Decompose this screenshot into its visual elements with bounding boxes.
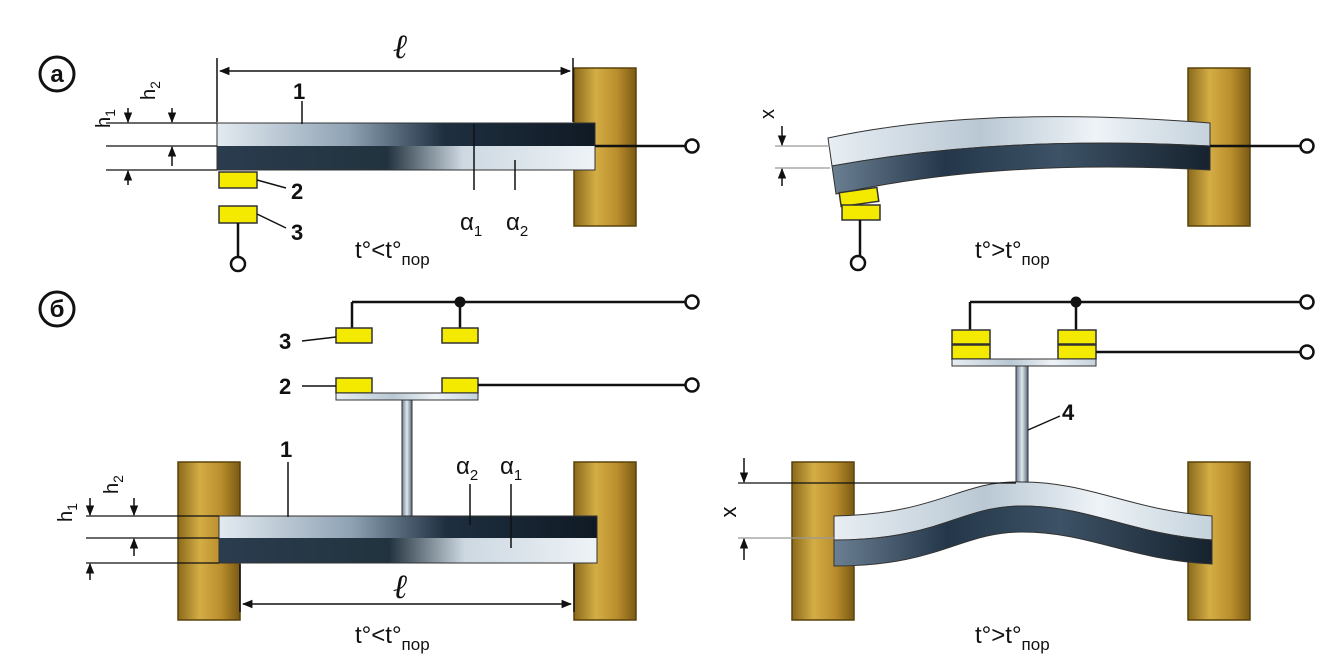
fixed-contact-left-b — [335, 327, 373, 344]
h1-label-a: h1 — [93, 109, 118, 128]
moving-contact-right-b — [441, 377, 479, 394]
moving-contact-left-b-hot — [951, 344, 991, 360]
terminal-top-b — [684, 294, 700, 310]
h1-label-b: h1 — [55, 503, 80, 522]
panel-a-marker-circle — [38, 55, 76, 93]
strip-layer-bottom-a-hot — [831, 142, 1211, 195]
moving-contact-left-b — [335, 377, 373, 394]
alpha2-label-a: α2 — [506, 209, 528, 240]
panel-b-marker-circle — [38, 290, 76, 328]
panel-a-hot: x t°>t°пор — [757, 67, 1315, 272]
panel-a-marker: а — [50, 61, 64, 88]
strip-layer-top-b-cold — [219, 516, 597, 538]
fixed-contact-right-b-hot — [1057, 329, 1097, 345]
rod-number-b: 4 — [1062, 400, 1075, 425]
fixed-contact-number-b: 3 — [279, 329, 291, 354]
fixed-contact-left-b-hot — [951, 329, 991, 345]
length-label-a: ℓ — [393, 29, 407, 66]
moving-contact-number-b: 2 — [279, 374, 291, 399]
h2-label-a: h2 — [138, 81, 163, 100]
fixed-contact-terminal-a — [229, 255, 247, 273]
condition-hot-a: t°>t°пор — [975, 237, 1050, 269]
strip-number-a: 1 — [293, 79, 305, 104]
fixed-contact-a-hot — [841, 204, 881, 221]
alpha2-label-b: α2 — [456, 453, 478, 484]
fixed-contact-number-a: 3 — [291, 220, 303, 245]
terminal-a-cold — [684, 138, 700, 154]
moving-contact-right-b-hot — [1057, 344, 1097, 360]
deflection-label-a: x — [757, 109, 779, 119]
panel-a-cold: а ℓ h1 h2 1 2 — [38, 29, 700, 273]
contact-bridge-b — [335, 392, 479, 401]
condition-hot-b: t°>t°пор — [975, 622, 1050, 654]
strip-layer-bottom-b-cold — [219, 538, 597, 563]
deflection-label-b: x — [716, 507, 741, 518]
fixed-contact-a — [218, 205, 258, 224]
panel-b-marker: б — [50, 296, 65, 323]
contact-bridge-b-hot — [951, 358, 1097, 367]
push-rod-b-hot — [1015, 365, 1029, 483]
condition-cold-a: t°<t°пор — [355, 237, 430, 269]
length-label-b: ℓ — [393, 569, 407, 606]
moving-contact-a — [218, 171, 258, 189]
terminal-mid-b — [684, 377, 700, 393]
strip-layer-top-a-cold — [217, 123, 595, 146]
terminal-mid-b-hot — [1299, 344, 1315, 360]
alpha1-label-b: α1 — [500, 453, 522, 484]
moving-contact-number-a: 2 — [291, 179, 303, 204]
panel-b-hot: 4 x t°>t°пор — [716, 294, 1315, 654]
terminal-top-b-hot — [1299, 294, 1315, 310]
fixed-contact-right-b — [441, 327, 479, 344]
strip-layer-bottom-a-cold — [217, 146, 595, 170]
condition-cold-b: t°<t°пор — [355, 622, 430, 654]
alpha1-label-a: α1 — [460, 209, 482, 240]
strip-outline-b-cold — [218, 515, 598, 564]
fixed-contact-terminal-a-hot — [849, 254, 867, 272]
strip-layer-bottom-b-hot — [833, 505, 1213, 567]
push-rod-b-cold — [401, 399, 413, 517]
panel-b-cold: б — [38, 290, 700, 654]
h2-label-b: h2 — [101, 475, 126, 494]
terminal-a-hot — [1299, 138, 1315, 154]
moving-contact-a-hot — [838, 186, 880, 208]
strip-number-b: 1 — [280, 437, 292, 462]
